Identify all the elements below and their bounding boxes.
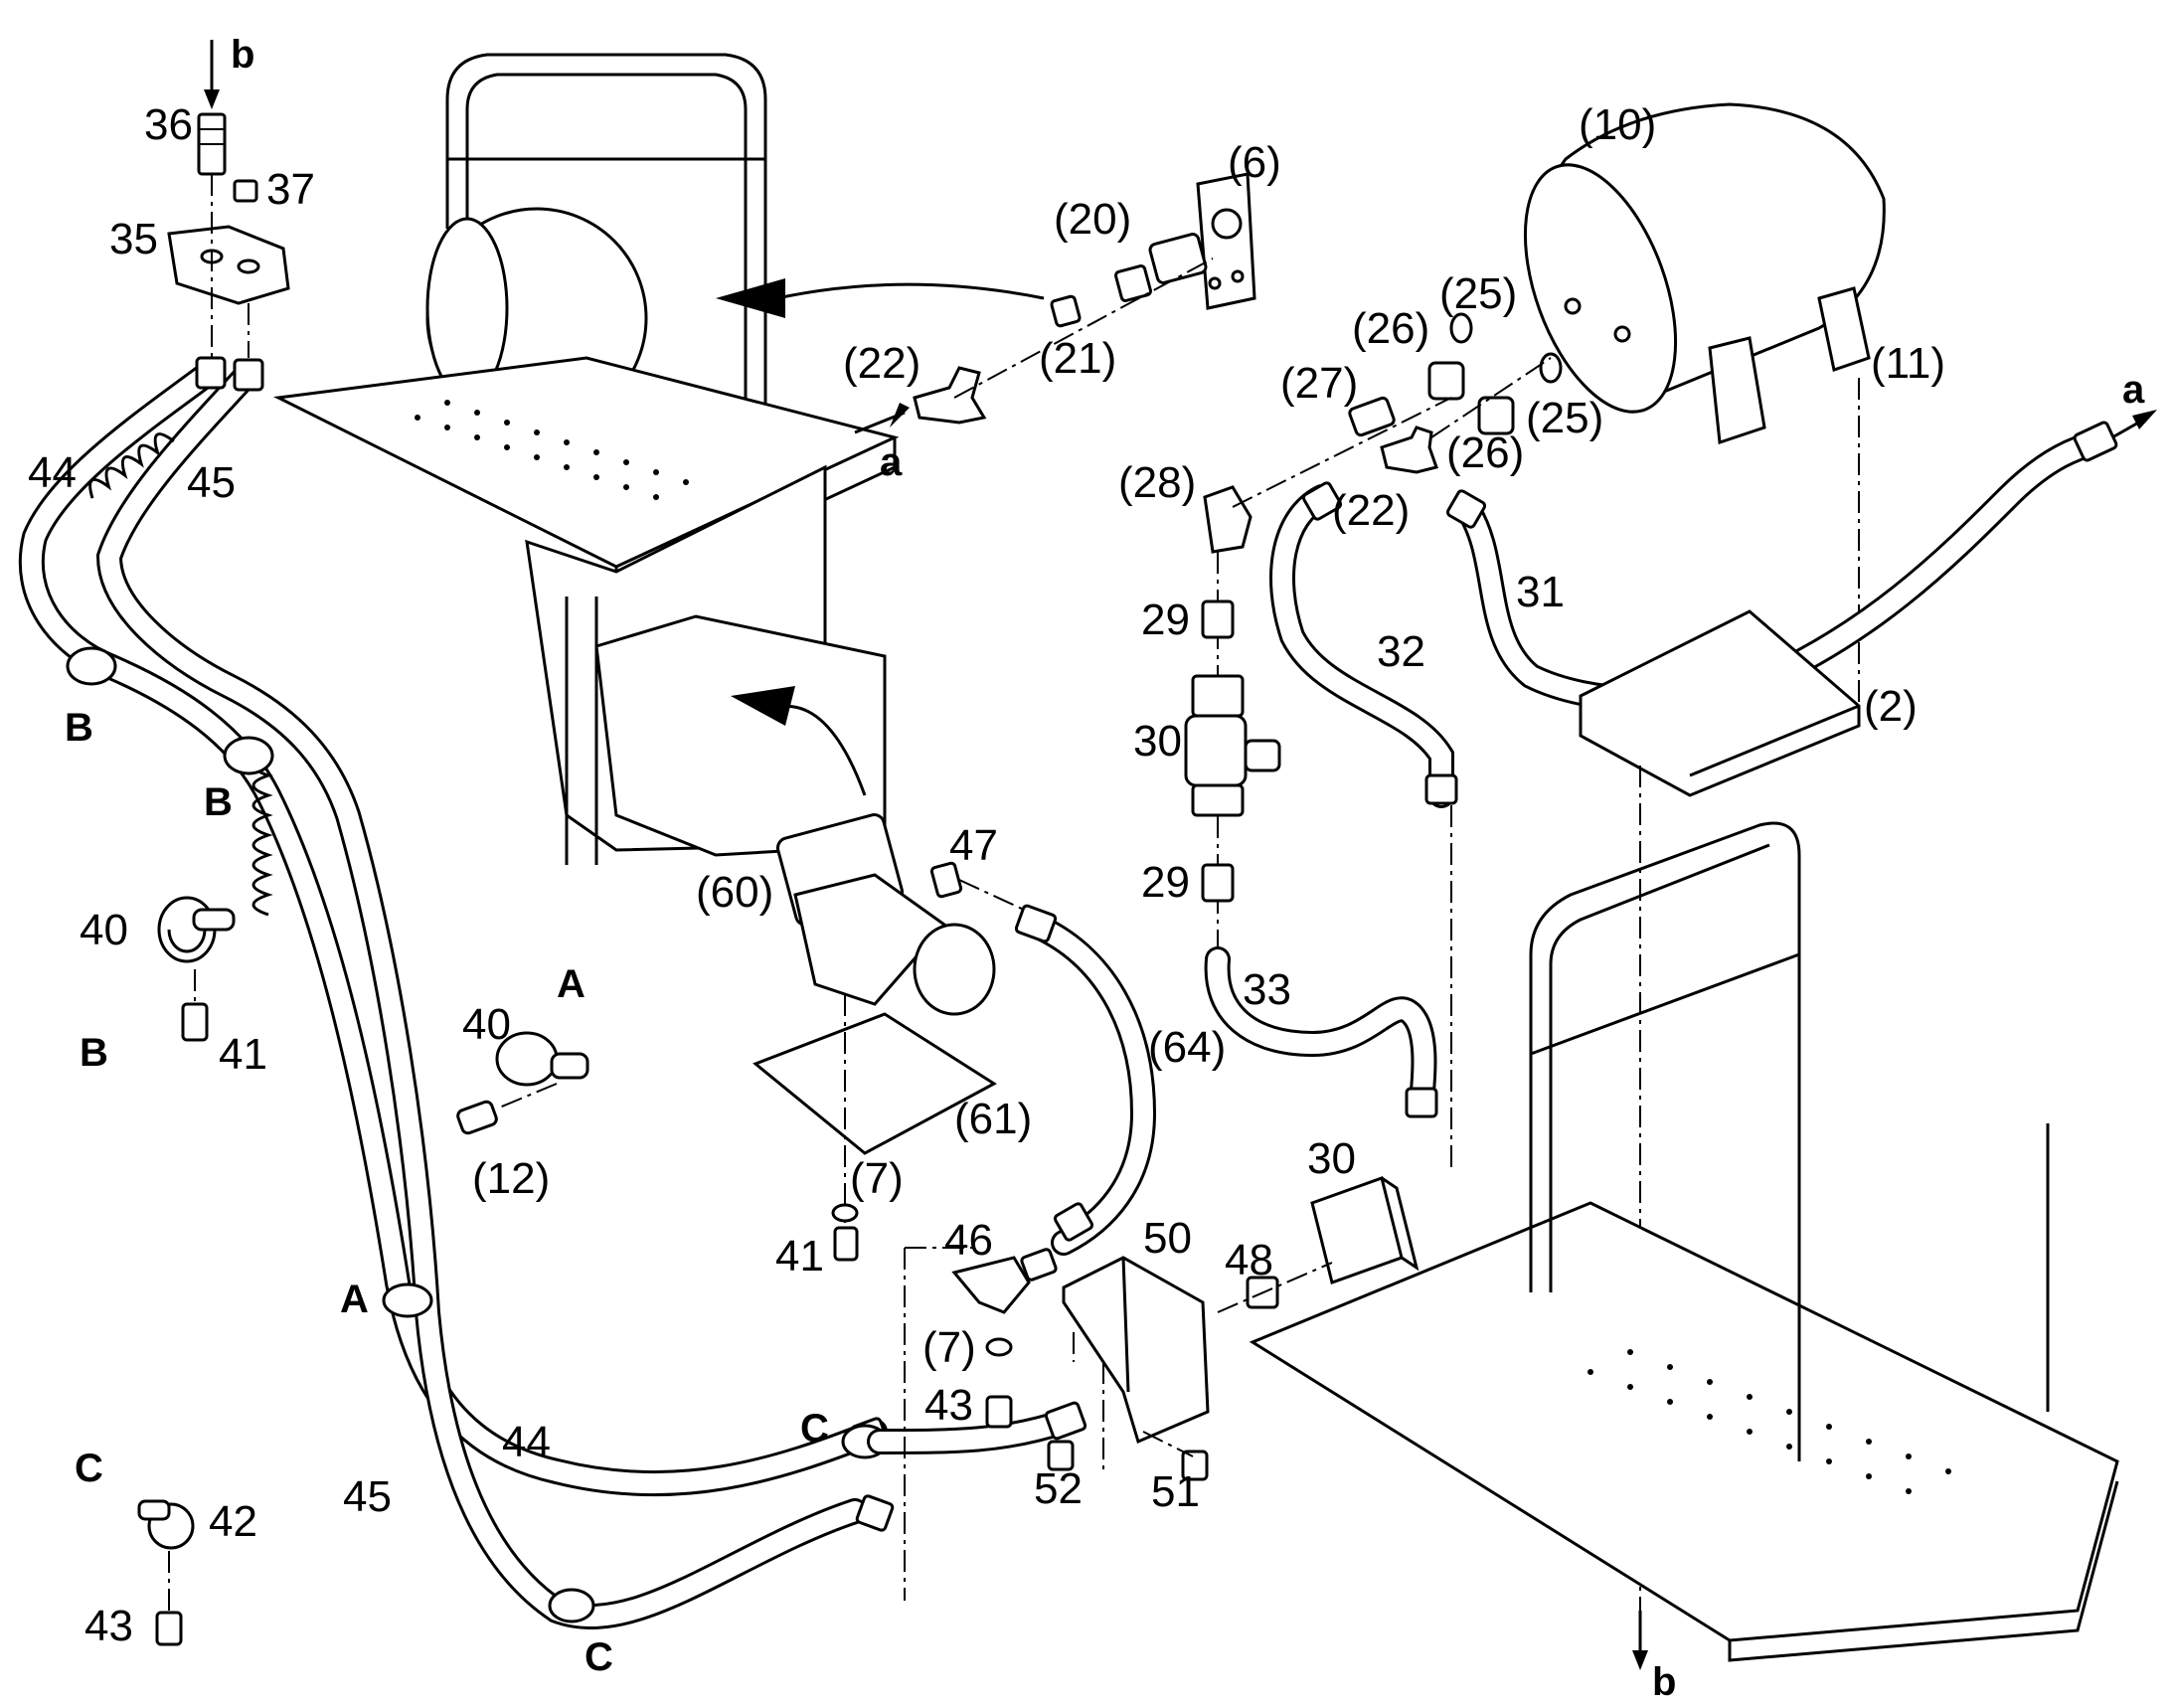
connector-plate-35 (167, 40, 290, 358)
clamp-detail-a (456, 1031, 589, 1135)
callout-c-2: C (800, 1407, 829, 1451)
valve-30 (1217, 1176, 1420, 1313)
callout-50: 50 (1143, 1214, 1192, 1263)
callout-2: (2) (1864, 682, 1918, 731)
callout-36: 36 (144, 100, 193, 149)
callout-30-stack: 30 (1133, 717, 1182, 766)
pump-60 (752, 813, 1025, 1262)
callout-a-detail: A (557, 962, 585, 1006)
callout-48: 48 (1225, 1236, 1273, 1284)
callout-41-b: 41 (219, 1030, 267, 1079)
callout-b-bottom: b (1652, 1660, 1676, 1703)
callout-labels: b 36 37 35 44 45 B B 40 B 41 A 40 (12) A… (28, 33, 2145, 1704)
callout-22-right: (22) (1332, 486, 1410, 535)
callout-21: (21) (1039, 334, 1116, 383)
callout-32: 32 (1377, 627, 1425, 676)
callout-52: 52 (1034, 1464, 1083, 1513)
callout-b-detail: B (80, 1031, 108, 1075)
callout-30-valve: 30 (1307, 1134, 1356, 1183)
callout-a-hose: A (340, 1278, 369, 1321)
callout-40-a: 40 (462, 1000, 511, 1049)
callout-6: (6) (1228, 138, 1281, 187)
callout-22-left: (22) (843, 339, 920, 388)
callout-31: 31 (1516, 568, 1565, 616)
callout-37: 37 (266, 165, 315, 214)
callout-25-top: (25) (1439, 269, 1517, 318)
callout-28: (28) (1118, 458, 1196, 507)
callout-29-bottom: 29 (1141, 858, 1190, 907)
callout-60: (60) (696, 868, 773, 917)
callout-27: (27) (1280, 359, 1358, 408)
air-tank-10 (1523, 102, 1886, 706)
callout-43-c: 43 (84, 1602, 133, 1650)
callout-10: (10) (1579, 100, 1656, 149)
callout-42: 42 (209, 1497, 257, 1546)
callout-61: (61) (954, 1095, 1032, 1143)
callout-a-right: a (2122, 368, 2145, 412)
callout-47: 47 (949, 821, 998, 870)
callout-7-top: (7) (850, 1154, 904, 1203)
callout-40-b: 40 (80, 906, 128, 954)
callout-29-top: 29 (1141, 596, 1190, 644)
fittings-20-21-22 (854, 172, 1256, 434)
callout-a-left: a (880, 440, 903, 484)
callout-26-bottom: (26) (1446, 428, 1524, 477)
callout-44-bottom: 44 (502, 1418, 551, 1466)
callout-11: (11) (1871, 339, 1945, 388)
callout-b-top: b (231, 33, 254, 77)
callout-20: (20) (1054, 195, 1131, 244)
callout-b-1: B (65, 706, 93, 750)
callout-12: (12) (472, 1154, 550, 1203)
callout-c-detail: C (75, 1447, 103, 1490)
callout-b-2: B (204, 780, 233, 824)
callout-45-bottom: 45 (343, 1472, 392, 1521)
callout-c-1: C (585, 1635, 613, 1679)
hose-assembly-44-45 (18, 356, 895, 1629)
clamp-detail-b (157, 896, 236, 1042)
callout-43-bracket: 43 (924, 1381, 973, 1430)
callout-51: 51 (1151, 1467, 1200, 1516)
callout-25-bottom: (25) (1526, 394, 1603, 442)
callout-45-top: 45 (187, 458, 236, 507)
bracket-50 (904, 1247, 1210, 1601)
compressor-module (272, 53, 1045, 865)
callout-33: 33 (1243, 965, 1291, 1014)
base-frame (1249, 609, 2119, 1670)
callout-7-bottom: (7) (922, 1323, 976, 1372)
fittings-stack (1184, 312, 1563, 954)
clamp-detail-c (137, 1499, 195, 1646)
callout-46: 46 (944, 1216, 993, 1265)
callout-35: 35 (109, 215, 158, 263)
callout-26-top: (26) (1352, 304, 1429, 353)
callout-41-pump: 41 (775, 1232, 824, 1281)
callout-64: (64) (1148, 1023, 1226, 1072)
callout-44-top: 44 (28, 448, 77, 497)
